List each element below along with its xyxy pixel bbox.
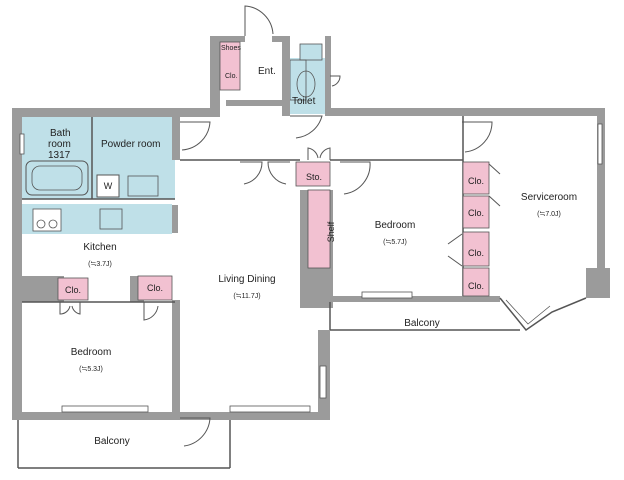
kitchen-label: Kitchen xyxy=(83,242,116,253)
serviceroom-area: (≒7.0J) xyxy=(537,211,561,218)
kitchen-area: (≒3.7J) xyxy=(88,261,112,268)
washer-label: W xyxy=(104,181,113,191)
closet-label: Clo. xyxy=(468,281,484,291)
washer-box xyxy=(96,174,120,198)
balcony-bottom-label: Balcony xyxy=(94,436,130,447)
windows xyxy=(19,123,603,413)
bathtub-inner xyxy=(31,165,83,191)
doors xyxy=(59,5,501,447)
balcony-right-label: Balcony xyxy=(404,318,440,329)
shelf-label: Shelf xyxy=(326,221,336,242)
kitchen-sink xyxy=(99,208,123,230)
powder-room-label: Powder room xyxy=(101,139,160,150)
bay-window xyxy=(505,299,551,325)
bath-label: Bath xyxy=(50,128,71,139)
shoes-label: Shoes xyxy=(221,45,241,52)
toilet-area xyxy=(288,58,326,114)
closet-label: Clo. xyxy=(65,285,81,295)
toilet-bowl xyxy=(296,70,316,98)
bay-balcony-outline xyxy=(499,297,587,332)
vanity xyxy=(127,175,159,197)
storage-label: Sto. xyxy=(306,172,322,182)
room-label: room xyxy=(48,139,71,150)
living-dining-label: Living Dining xyxy=(218,274,275,285)
toilet-label: Toilet xyxy=(292,96,316,107)
bedroom-left-area: (≒5.3J) xyxy=(79,366,103,373)
living-dining-area: (≒11.7J) xyxy=(233,293,260,300)
serviceroom-label: Serviceroom xyxy=(521,192,577,203)
entrance-label: Ent. xyxy=(258,66,276,77)
burner-icon xyxy=(36,219,46,229)
bedroom-center-area: (≒5.7J) xyxy=(383,239,407,246)
closet-label: Clo. xyxy=(147,283,163,293)
closet-label: Clo. xyxy=(468,248,484,258)
bath-size-label: 1317 xyxy=(48,150,71,161)
storage-units xyxy=(57,41,490,301)
closet-label: Clo. xyxy=(468,208,484,218)
stove xyxy=(32,208,62,232)
closet-label: Clo. xyxy=(468,176,484,186)
bathtub xyxy=(25,160,89,196)
burner-icon xyxy=(48,219,58,229)
bedroom-center-label: Bedroom xyxy=(375,220,416,231)
shoes-clo-label: Clo. xyxy=(225,73,238,80)
bedroom-left-label: Bedroom xyxy=(71,347,112,358)
toilet-tank xyxy=(299,43,323,61)
